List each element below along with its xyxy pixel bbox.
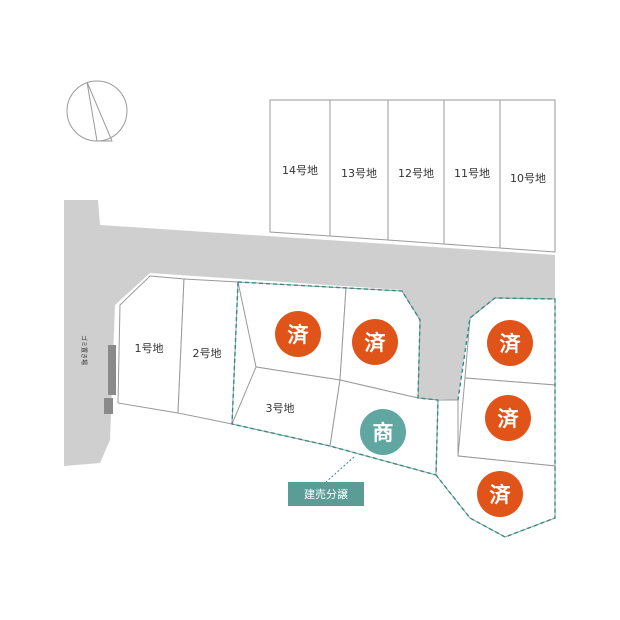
lot-label-12: 12号地 [398,167,434,180]
lot-label-1: 1号地 [135,342,164,355]
north-arrow-icon [66,80,128,142]
garbage-area-label: ゴミ置き場 [80,335,88,365]
lot-labels: 14号地 13号地 12号地 11号地 10号地 1号地 2号地 3号地 [135,164,547,415]
sales-boundary [231,281,556,538]
sold-badge [477,471,523,517]
sold-badge-text: 済 [288,323,310,347]
sold-badge-text: 済 [498,407,520,431]
lot-label-11: 11号地 [454,167,490,180]
commercial-badge: 商 [360,409,406,455]
commercial-badge-text: 商 [373,421,394,445]
lot-label-13: 13号地 [341,167,377,180]
sold-badge-text: 済 [490,483,512,507]
sold-badge [487,320,533,366]
sold-badge [485,395,531,441]
lot-label-3: 3号地 [266,402,295,415]
lot-1[interactable] [117,275,185,414]
sales-tag-box [288,482,364,506]
lot-label-14: 14号地 [282,164,318,177]
lower-lots [117,275,439,476]
road [64,200,555,466]
sold-badges: 済 済 済 済 済 [275,311,533,517]
lot-label-10: 10号地 [510,172,546,185]
sold-badge [352,319,398,365]
sales-tag: 建売分譲 [288,456,364,506]
garbage-area: ゴミ置き場 [80,335,116,414]
lot-label-2: 2号地 [193,347,222,360]
sold-badge-text: 済 [365,331,387,355]
sold-badge [275,311,321,357]
sold-badge-text: 済 [500,332,522,356]
sales-tag-label: 建売分譲 [304,487,348,501]
top-lots [269,99,556,253]
lot-10[interactable] [499,99,556,253]
